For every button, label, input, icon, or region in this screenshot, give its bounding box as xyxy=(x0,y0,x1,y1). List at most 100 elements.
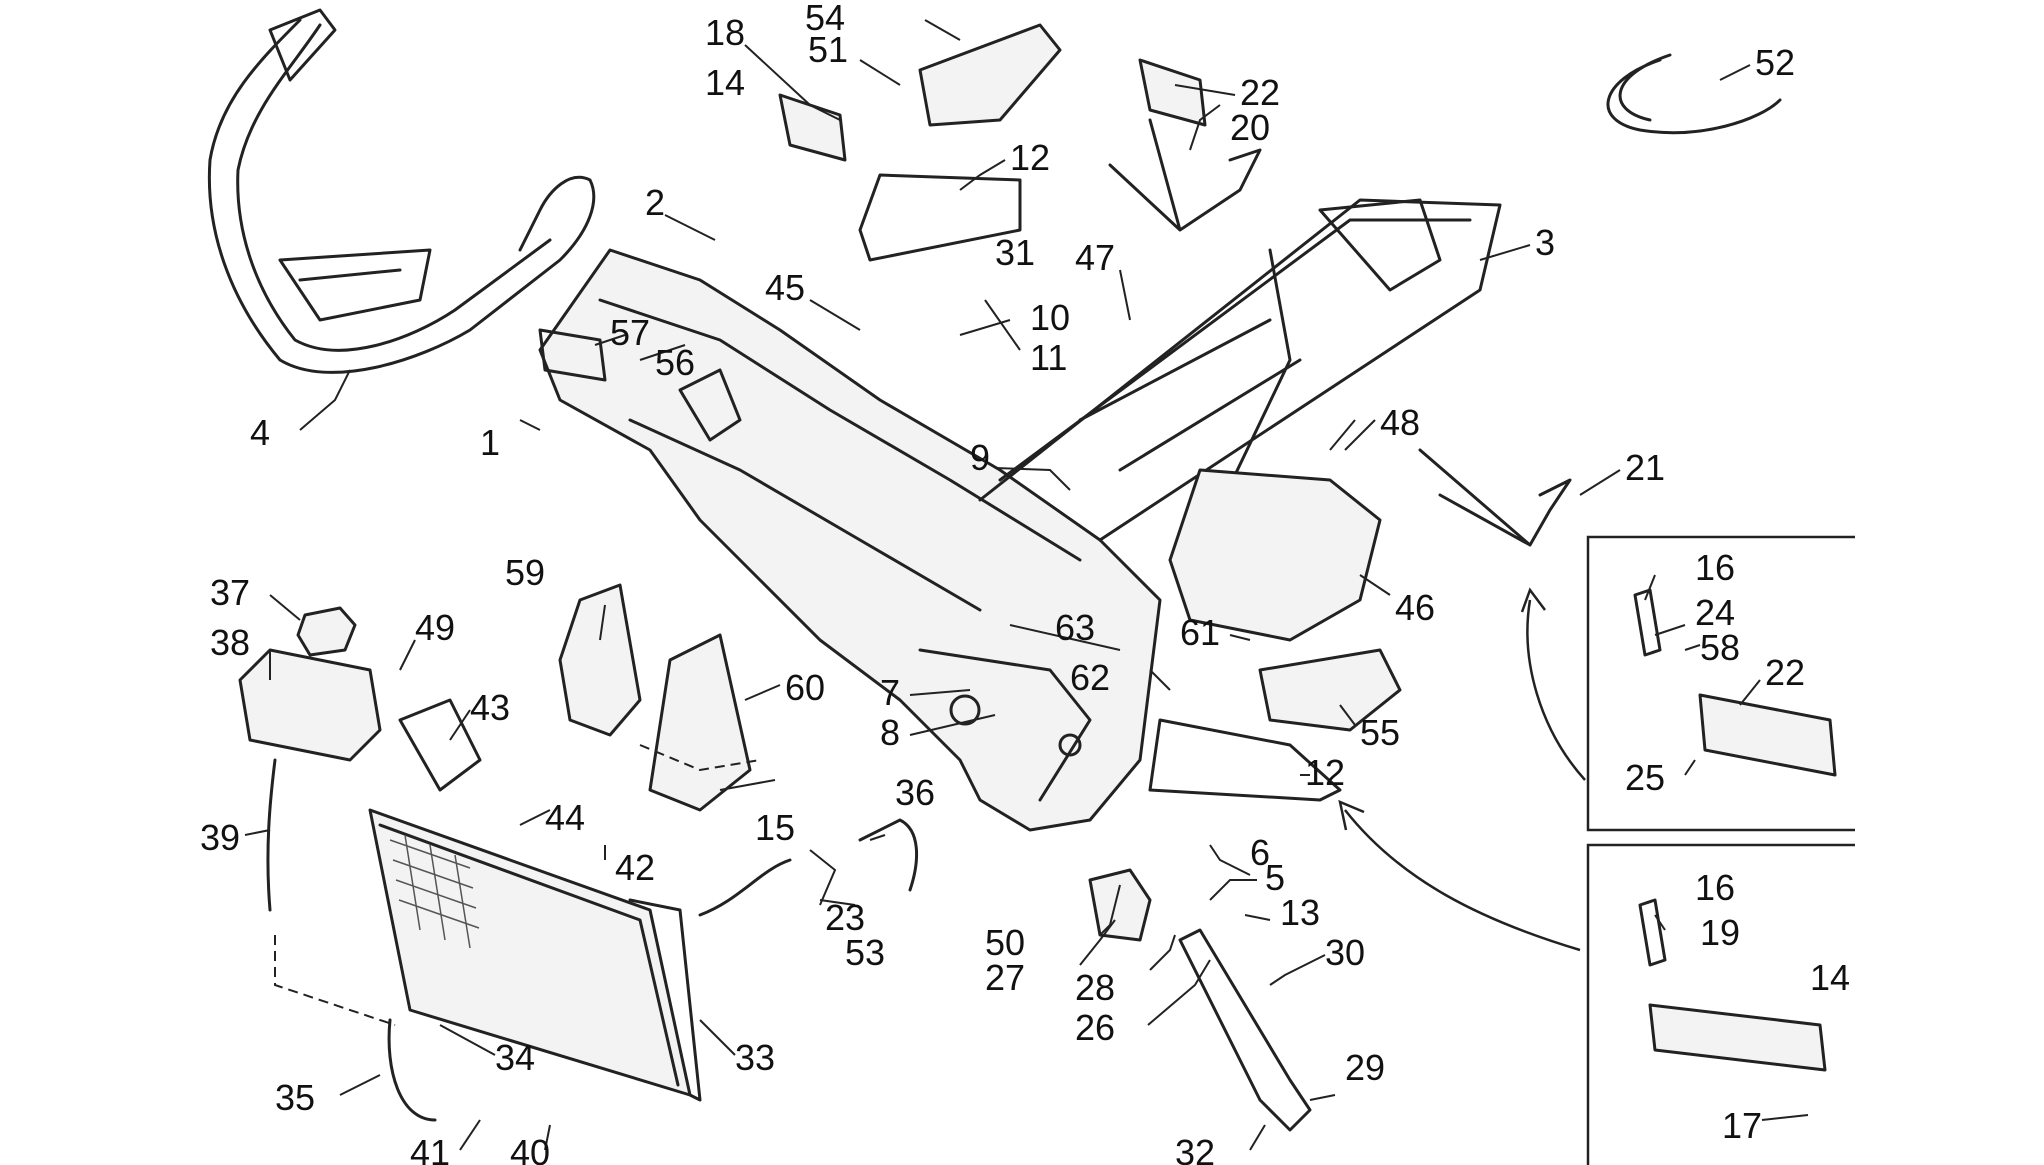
part-label-32: 32 xyxy=(1175,1132,1215,1165)
inset-pin-16-top-drawing xyxy=(1633,588,1662,657)
part-label-52: 52 xyxy=(1755,42,1795,83)
part-label-2: 2 xyxy=(645,182,665,223)
dash-line-center xyxy=(639,744,761,772)
part-label-47: 47 xyxy=(1075,237,1115,278)
strap-20-drawing xyxy=(1108,118,1262,232)
part-label-8: 8 xyxy=(880,712,900,753)
part-label-45: 45 xyxy=(765,267,805,308)
part-label-5: 5 xyxy=(1265,857,1285,898)
leader-lines xyxy=(244,19,1809,1151)
part-label-22a: 22 xyxy=(1240,72,1280,113)
part-label-60: 60 xyxy=(785,667,825,708)
footrest-14-drawing xyxy=(778,93,847,162)
dash-line-left xyxy=(274,935,396,1026)
crash-bar-drawing xyxy=(207,8,596,374)
expansion-tank-drawing xyxy=(238,648,382,762)
hose-53-drawing xyxy=(698,858,792,917)
part-label-23: 23 xyxy=(825,897,865,938)
part-label-42: 42 xyxy=(615,847,655,888)
part-label-37: 37 xyxy=(210,572,250,613)
part-label-63: 63 xyxy=(1055,607,1095,648)
bracket-43-drawing xyxy=(398,698,482,792)
radiator-drawing xyxy=(368,808,702,1102)
part-label-55: 55 xyxy=(1360,712,1400,753)
part-label-44: 44 xyxy=(545,797,585,838)
inset-pin-16-bottom-drawing xyxy=(1638,898,1667,967)
inset-footrest-22-drawing xyxy=(1698,693,1837,777)
part-label-18: 18 xyxy=(705,12,745,53)
part-label-15: 15 xyxy=(755,807,795,848)
part-label-57: 57 xyxy=(610,312,650,353)
tank-drawing xyxy=(1168,468,1382,642)
part-label-22b: 22 xyxy=(1765,652,1805,693)
stand-plate-drawing xyxy=(1088,868,1152,942)
part-label-46: 46 xyxy=(1395,587,1435,628)
main-frame-drawing xyxy=(538,248,1162,832)
part-label-11: 11 xyxy=(1030,337,1067,378)
part-label-48: 48 xyxy=(1380,402,1420,443)
part-label-24: 24 xyxy=(1695,592,1735,633)
bracket-12-right-drawing xyxy=(1148,718,1342,802)
bracket-60-drawing xyxy=(648,633,752,812)
part-label-26: 26 xyxy=(1075,1007,1115,1048)
part-label-19: 19 xyxy=(1700,912,1740,953)
part-label-59: 59 xyxy=(505,552,545,593)
part-label-40: 40 xyxy=(510,1132,550,1165)
cover-55-drawing xyxy=(1258,648,1402,732)
part-label-38: 38 xyxy=(210,622,250,663)
part-label-14a: 14 xyxy=(705,62,745,103)
cable-52-drawing xyxy=(1606,53,1782,135)
part-label-7: 7 xyxy=(880,672,900,713)
hose-35-drawing xyxy=(387,1018,437,1122)
part-label-3: 3 xyxy=(1535,222,1555,263)
part-label-51: 51 xyxy=(808,29,848,70)
hose-39-drawing xyxy=(266,758,277,912)
part-label-39: 39 xyxy=(200,817,240,858)
part-label-9: 9 xyxy=(970,437,990,478)
part-label-41: 41 xyxy=(410,1132,450,1165)
part-label-20: 20 xyxy=(1230,107,1270,148)
part-label-54: 54 xyxy=(805,0,845,38)
part-label-14b: 14 xyxy=(1810,957,1850,998)
part-label-31: 31 xyxy=(995,232,1035,273)
part-label-58: 58 xyxy=(1700,627,1740,668)
part-label-35: 35 xyxy=(275,1077,315,1118)
part-label-16a: 16 xyxy=(1695,547,1735,588)
part-label-30: 30 xyxy=(1325,932,1365,973)
strap-21-drawing xyxy=(1418,448,1572,547)
part-label-12b: 12 xyxy=(1305,752,1345,793)
part-labels: 1 2 3 4 5 6 7 8 9 10 11 12 12 13 14 14 1… xyxy=(200,0,1850,1165)
part-label-61: 61 xyxy=(1180,612,1220,653)
part-label-13: 13 xyxy=(1280,892,1320,933)
inset-box-bottom xyxy=(1586,843,1855,1165)
part-label-16b: 16 xyxy=(1695,867,1735,908)
part-label-50: 50 xyxy=(985,922,1025,963)
arrow-to-bracket-12 xyxy=(1338,799,1581,952)
part-label-21: 21 xyxy=(1625,447,1665,488)
hose-36-drawing xyxy=(858,818,919,892)
inset-box-top xyxy=(1586,535,1855,832)
tank-cap-drawing xyxy=(296,606,357,657)
part-label-27: 27 xyxy=(985,957,1025,998)
bracket-12-top-drawing xyxy=(858,173,1022,262)
part-label-25: 25 xyxy=(1625,757,1665,798)
part-label-10: 10 xyxy=(1030,297,1070,338)
inset-footrest-14-drawing xyxy=(1648,1003,1827,1072)
part-label-1: 1 xyxy=(480,422,500,463)
part-label-4: 4 xyxy=(250,412,270,453)
part-label-43: 43 xyxy=(470,687,510,728)
bracket-59-drawing xyxy=(558,583,642,737)
part-label-12a: 12 xyxy=(1010,137,1050,178)
arrow-to-footrest-21 xyxy=(1520,587,1586,781)
cover-54-drawing xyxy=(918,23,1062,127)
side-stand-drawing xyxy=(1178,928,1312,1132)
part-label-33: 33 xyxy=(735,1037,775,1078)
part-label-49: 49 xyxy=(415,607,455,648)
part-label-34: 34 xyxy=(495,1037,535,1078)
footrest-22-drawing xyxy=(1138,58,1207,127)
part-label-6: 6 xyxy=(1250,832,1270,873)
part-label-62: 62 xyxy=(1070,657,1110,698)
part-label-36: 36 xyxy=(895,772,935,813)
part-label-56: 56 xyxy=(655,342,695,383)
